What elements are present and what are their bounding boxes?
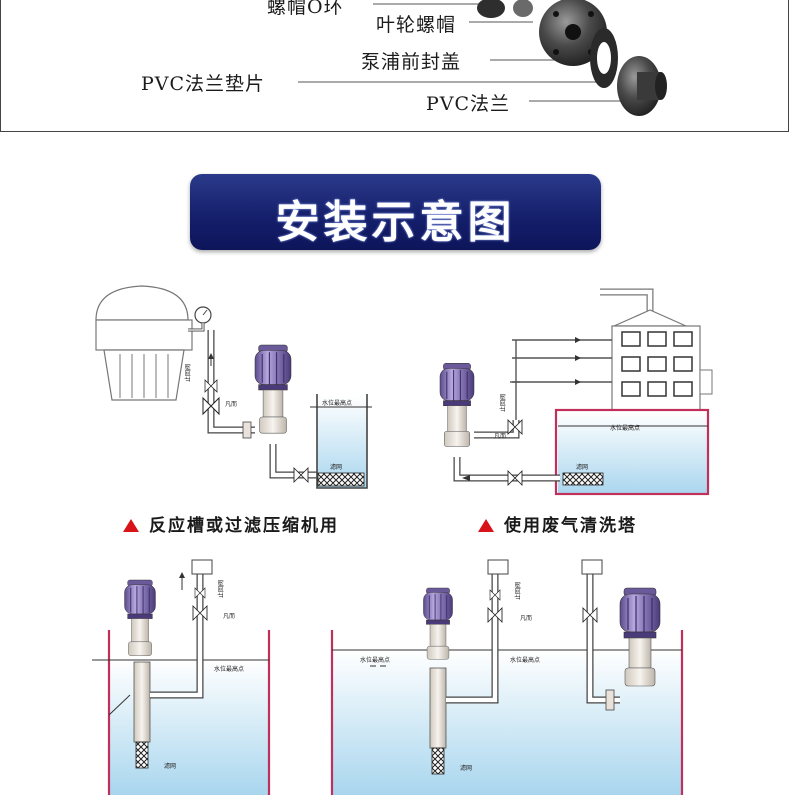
label-filter: 滤网 [576, 463, 588, 471]
label-water-level: 水位最高点 [360, 656, 390, 664]
pump-icon [254, 344, 292, 434]
pump-icon [422, 587, 454, 660]
banner-title: 安装示意图 [275, 197, 516, 248]
parts-panel: 螺帽O环 叶轮螺帽 泵浦前封盖 PVC法兰垫片 PVC法兰 [0, 0, 789, 132]
o-ring-part [477, 0, 505, 18]
diagram-reactor-filter: 止回阀 凡而 水位最高点 滤网 [95, 285, 372, 489]
label-water-level: 水位最高点 [214, 665, 244, 673]
label-impeller-nut: 叶轮螺帽 [376, 14, 457, 36]
pump-column [133, 661, 151, 743]
label-water-level: 水位最高点 [610, 424, 640, 432]
label-check-valve: 止回阀 [184, 364, 192, 382]
label-pvc-flange-gasket: PVC法兰垫片 [141, 73, 266, 95]
filter-screen [135, 741, 149, 769]
label-water-level: 水位最高点 [322, 399, 352, 407]
cover-hub [565, 24, 581, 40]
tank-outline [316, 394, 368, 489]
label-pump-front-cover: 泵浦前封盖 [361, 51, 462, 73]
diagram-twin-pumps: 水位最高点 水位最高点 滤网 止回阀 凡而 [330, 559, 684, 795]
diagram-scrubber-tower: 水位最高点 滤网 止回阀 凡而 [439, 288, 713, 496]
label-check-valve: 止回阀 [217, 580, 225, 598]
triangle-marker-icon [478, 519, 494, 532]
label-water-level-2: 水位最高点 [510, 656, 540, 664]
triangle-marker-icon [123, 519, 139, 532]
filter-screen [431, 747, 445, 775]
suction-valve-icon [293, 467, 309, 483]
reactor-dome [95, 285, 189, 321]
nut-part [513, 0, 533, 17]
filter-screen [317, 472, 365, 487]
tank-walls [330, 630, 684, 795]
label-valve: 凡而 [223, 613, 235, 620]
label-pvc-flange: PVC法兰 [426, 93, 511, 115]
tower-body [611, 325, 701, 411]
caption-scrubber-tower: 使用废气清洗塔 [478, 511, 637, 536]
label-valve: 凡而 [494, 433, 506, 440]
caption-reactor-filter: 反应槽或过滤压缩机用 [123, 511, 339, 536]
diagram-vertical-pump: 水位最高点 滤网 止回阀 凡而 [92, 559, 271, 795]
section-banner: 安装示意图 [190, 174, 601, 250]
tank-walls [107, 630, 271, 795]
pump-icon [439, 362, 475, 448]
label-filter: 滤网 [164, 762, 176, 770]
suction-valve-icon [507, 470, 523, 486]
label-check-valve: 止回阀 [514, 582, 522, 600]
pump-icon [123, 579, 157, 657]
filter-screen [562, 472, 604, 486]
pump-parts-illustration [298, 0, 667, 116]
label-valve: 凡而 [225, 401, 237, 408]
installation-diagrams: 止回阀 凡而 水位最高点 滤网 [92, 285, 713, 795]
reactor-top [95, 319, 193, 351]
scrubber-tank [554, 408, 710, 496]
label-filter: 滤网 [460, 764, 472, 772]
label-check-valve: 止回阀 [499, 394, 507, 412]
pump-icon-right [619, 587, 661, 687]
pump-column [429, 667, 447, 749]
label-nut-o-ring: 螺帽O环 [267, 0, 344, 18]
label-valve: 凡而 [520, 615, 532, 622]
label-filter: 滤网 [330, 463, 342, 471]
